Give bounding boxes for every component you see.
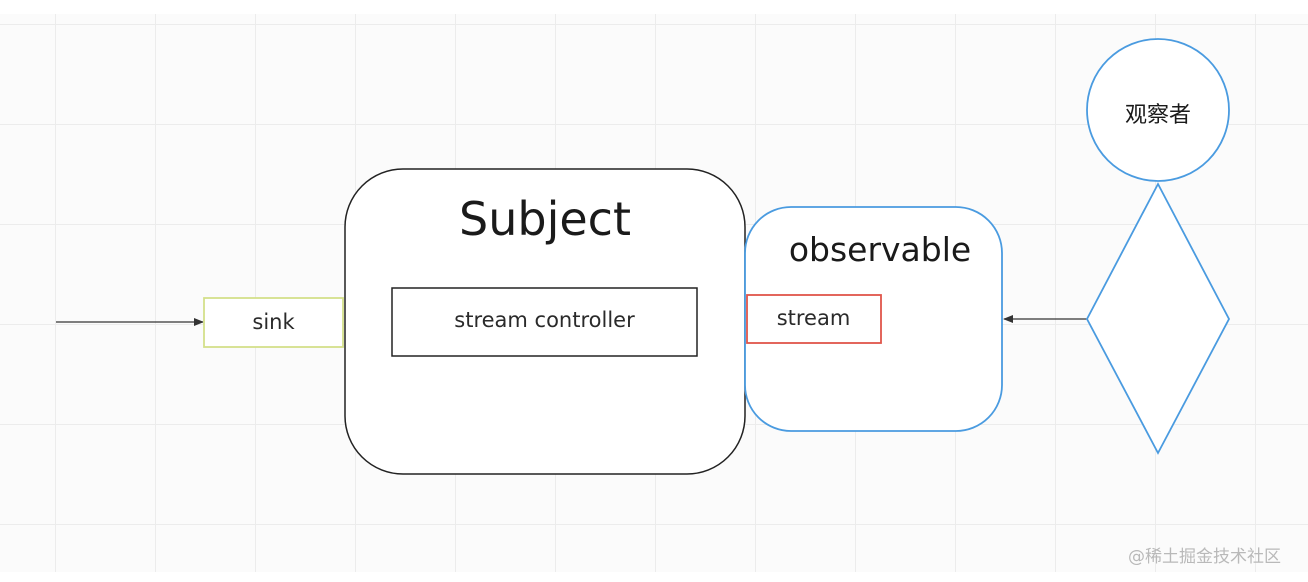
sink-box (203, 297, 344, 348)
stream-box (746, 294, 882, 344)
observer-circle (1086, 38, 1230, 182)
subject-title: Subject (459, 192, 631, 246)
observer-diamond (1085, 182, 1231, 455)
stream-controller-box (391, 287, 698, 357)
watermark: @稀土掘金技术社区 (1128, 547, 1281, 567)
stream-label: stream (776, 306, 851, 330)
sink-label: sink (252, 310, 295, 334)
stream-controller-label: stream controller (454, 308, 635, 332)
observable-title: observable (788, 230, 972, 269)
observer-label: 观察者 (1124, 103, 1191, 128)
